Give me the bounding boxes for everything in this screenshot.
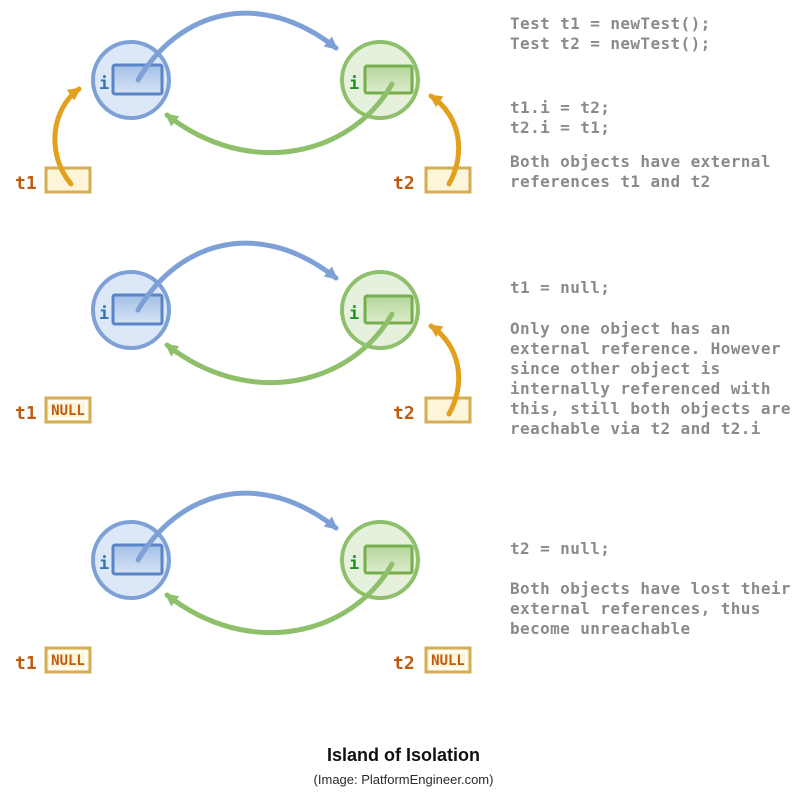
internal-reference-arrow-green [164,81,395,156]
reference-label-t1: t1 [15,173,37,194]
diagram-title: Island of Isolation [326,745,480,765]
null-inner-outline-t1 [49,400,87,420]
external-reference-arrow-t2 [428,93,462,187]
internal-reference-arrow-blue [135,240,339,313]
null-value-t2: NULL [431,653,465,669]
field-label-blue: i [99,304,109,324]
field-label-green: i [349,554,359,574]
field-label-green: i [349,304,359,324]
reference-label-t1: t1 [15,403,37,424]
diagram-row-both-null: i i NULL NULL t1 t2 [15,490,472,674]
internal-reference-arrow-green [164,561,395,636]
internal-reference-arrow-green [164,311,395,386]
code-annotation-new-tests: Test t1 = newTest(); Test t2 = newTest()… [510,14,711,53]
null-inner-outline-t2 [429,650,467,670]
reference-label-t2: t2 [393,173,415,194]
external-reference-arrow-t1 [52,86,82,187]
reference-label-t1: t1 [15,653,37,674]
null-value-t1: NULL [51,653,85,669]
reference-label-t2: t2 [393,403,415,424]
reference-label-t2: t2 [393,653,415,674]
field-label-blue: i [99,554,109,574]
code-annotation-cross-references: t1.i = t2; t2.i = t1; [510,98,611,137]
note-both-external-references: Both objects have external references t1… [510,152,771,191]
field-label-green: i [349,74,359,94]
internal-reference-arrow-blue [135,490,339,563]
diagram-subtitle: (Image: PlatformEngineer.com) [313,772,494,787]
diagram-row-t1-null: i i NULL t1 t2 [15,240,472,424]
null-value-t1: NULL [51,403,85,419]
internal-reference-arrow-blue [135,10,339,83]
diagram-row-both-references: i i t1 t2 [15,10,472,194]
note-unreachable: Both objects have lost their external re… [510,579,791,638]
external-reference-arrow-t2 [428,323,462,417]
code-annotation-t1-null: t1 = null; [510,278,611,297]
code-annotation-t2-null: t2 = null; [510,539,611,558]
field-label-blue: i [99,74,109,94]
note-one-external-reference: Only one object has an external referenc… [510,319,791,438]
reference-box-t2 [424,396,472,424]
reference-box-t2 [424,166,472,194]
null-inner-outline-t1 [49,650,87,670]
